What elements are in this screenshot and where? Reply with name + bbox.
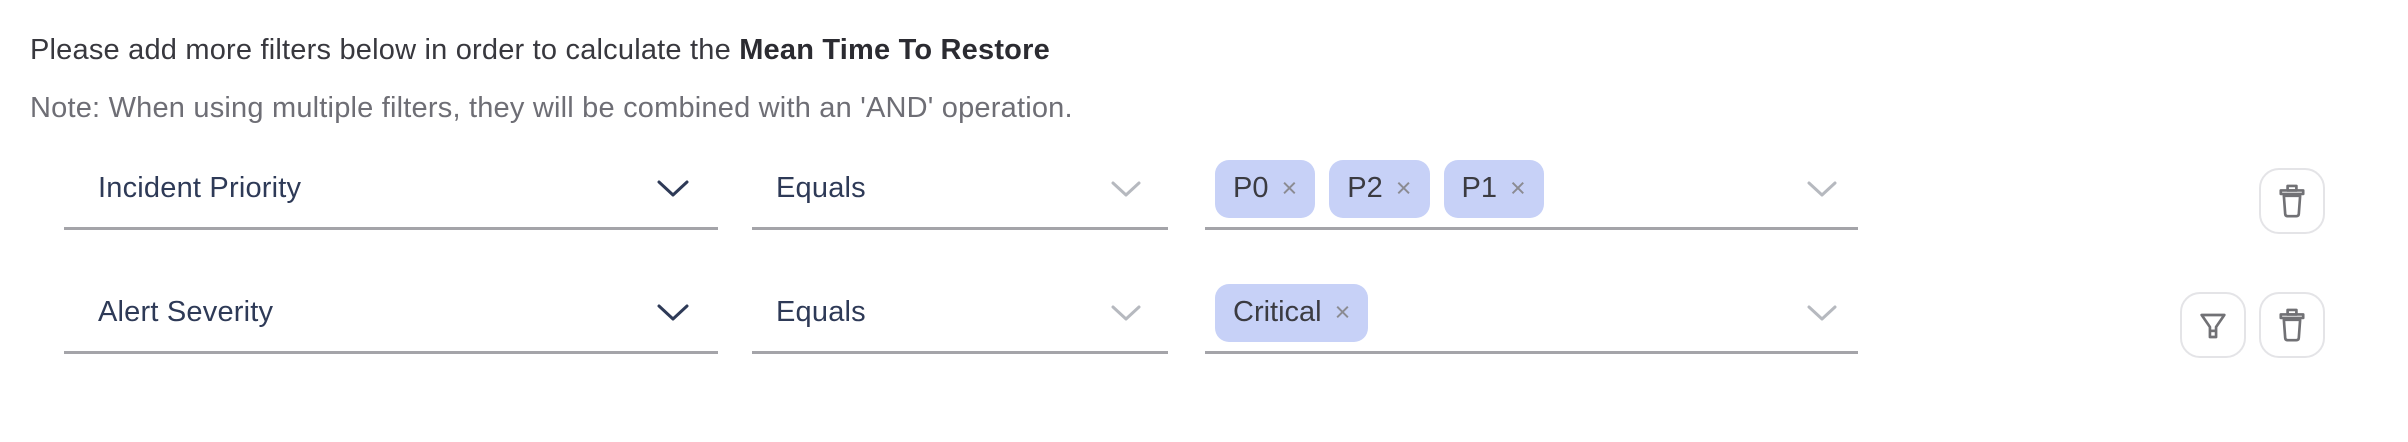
value-tag[interactable]: P2 × bbox=[1329, 159, 1430, 218]
tag-label: P1 bbox=[1461, 172, 1498, 204]
value-tag[interactable]: P0 × bbox=[1215, 159, 1316, 218]
tag-label: P0 bbox=[1233, 172, 1269, 204]
tag-remove-icon[interactable]: × bbox=[1281, 173, 1298, 203]
instruction-text: Please add more filters below in order t… bbox=[30, 34, 740, 66]
chevron-down-icon[interactable] bbox=[656, 303, 690, 322]
tag-label: Critical bbox=[1233, 296, 1322, 328]
operator-dropdown-label: Equals bbox=[776, 296, 866, 328]
operator-dropdown-row-2[interactable]: Equals bbox=[752, 274, 1168, 354]
value-multiselect-row-2[interactable]: Critical × bbox=[1205, 274, 1858, 354]
row-actions-2 bbox=[2180, 274, 2325, 358]
tag-label: P2 bbox=[1347, 172, 1383, 204]
operator-dropdown-label: Equals bbox=[776, 172, 866, 204]
apply-filter-button[interactable] bbox=[2180, 292, 2246, 358]
value-multiselect-row-1[interactable]: P0 × P2 × P1 × bbox=[1205, 150, 1858, 230]
filters-instruction: Please add more filters below in order t… bbox=[30, 34, 1050, 67]
chevron-down-icon[interactable] bbox=[1806, 180, 1838, 198]
field-dropdown-label: Alert Severity bbox=[98, 296, 274, 328]
metric-name: Mean Time To Restore bbox=[739, 34, 1050, 66]
chevron-down-icon[interactable] bbox=[1110, 180, 1142, 198]
value-tag[interactable]: Critical × bbox=[1215, 283, 1369, 342]
tag-remove-icon[interactable]: × bbox=[1334, 297, 1351, 327]
tag-remove-icon[interactable]: × bbox=[1395, 173, 1412, 203]
trash-icon bbox=[2279, 308, 2305, 342]
operator-dropdown-row-1[interactable]: Equals bbox=[752, 150, 1168, 230]
filter-row-1: Incident Priority Equals P0 × P2 × P1 × bbox=[64, 150, 2408, 234]
row-actions-1 bbox=[2259, 150, 2325, 234]
delete-filter-button[interactable] bbox=[2259, 168, 2325, 234]
chevron-down-icon[interactable] bbox=[1110, 304, 1142, 322]
selected-values: P0 × P2 × P1 × bbox=[1215, 159, 1544, 218]
trash-icon bbox=[2279, 184, 2305, 218]
value-tag[interactable]: P1 × bbox=[1443, 159, 1544, 218]
selected-values: Critical × bbox=[1215, 283, 1369, 342]
tag-remove-icon[interactable]: × bbox=[1510, 173, 1526, 203]
chevron-down-icon[interactable] bbox=[1806, 304, 1838, 322]
filters-note: Note: When using multiple filters, they … bbox=[30, 92, 1073, 124]
funnel-icon bbox=[2200, 313, 2226, 339]
field-dropdown-incident-priority[interactable]: Incident Priority bbox=[64, 150, 718, 230]
delete-filter-button[interactable] bbox=[2259, 292, 2325, 358]
chevron-down-icon[interactable] bbox=[656, 179, 690, 198]
filter-row-2: Alert Severity Equals Critical × bbox=[64, 274, 2408, 358]
field-dropdown-label: Incident Priority bbox=[98, 172, 302, 204]
field-dropdown-alert-severity[interactable]: Alert Severity bbox=[64, 274, 718, 354]
